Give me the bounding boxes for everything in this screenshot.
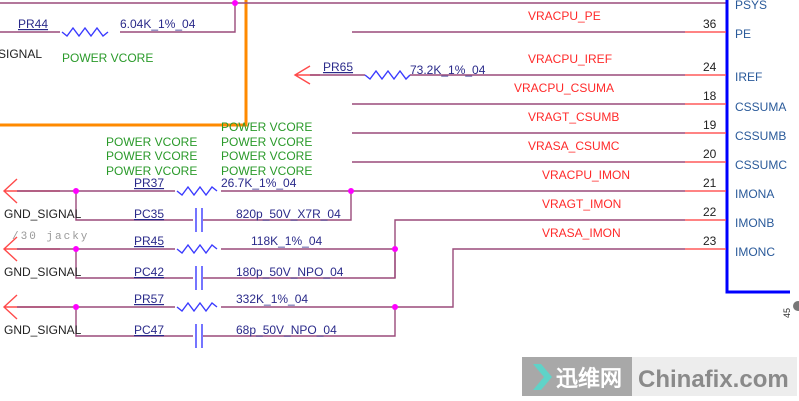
power-label: POWER VCORE [62, 51, 153, 65]
power-vcore-labels: POWER VCORE POWER VCORE POWER VCORE POWE… [106, 120, 312, 178]
pin-number: 18 [703, 89, 717, 103]
resistor-symbol [176, 301, 218, 313]
gnd-label: GND_SIGNAL [4, 265, 82, 279]
edge-marker [793, 301, 799, 311]
pin-number: 19 [703, 118, 717, 132]
net-label: VRACPU_CSUMA [514, 81, 614, 95]
watermark-cn: 迅维网 [556, 366, 622, 391]
power-label: POWER VCORE [221, 120, 312, 134]
resistor-symbol [176, 243, 218, 255]
pin-row-cssumc: VRASA_CSUMC 20 CSSUMC [352, 139, 787, 172]
ic-symbol-body [725, 0, 790, 294]
junction [348, 188, 354, 194]
junction [392, 246, 398, 252]
pin-name-psys: PSYS [735, 0, 767, 12]
pr44-wire [0, 3, 236, 33]
resistor-ref: PR45 [134, 234, 164, 248]
capacitor-value: 68p_50V_NPO_04 [236, 323, 337, 337]
capacitor-symbol [195, 266, 203, 290]
capacitor-ref: PC35 [134, 207, 164, 221]
capacitor-ref: PC47 [134, 323, 164, 337]
pin-number: 22 [703, 205, 717, 219]
chinafix-watermark: 迅维网 Chinafix.com [522, 357, 797, 396]
junction [392, 304, 398, 310]
power-label: POWER VCORE [106, 164, 197, 178]
pin-row-imonc: VRASA_IMON 23 IMONC [395, 226, 775, 308]
watermark-en: Chinafix.com [638, 366, 789, 393]
pin-row-iref: PR65 73.2K_1%_04 VRACPU_IREF 24 IREF [293, 52, 762, 85]
capacitor-value: 180p_50V_NPO_04 [236, 265, 344, 279]
note-text: /30 jacky [12, 231, 89, 243]
junction [73, 304, 79, 310]
pin-name: CSSUMA [735, 100, 786, 114]
capacitor-symbol [195, 208, 203, 232]
pin-row-cssumb: VRAGT_CSUMB 19 CSSUMB [352, 110, 786, 143]
resistor-ref: PR57 [134, 292, 164, 306]
net-label: VRACPU_IMON [542, 168, 630, 182]
capacitor-symbol [195, 324, 203, 348]
junction [73, 246, 79, 252]
pr44-resistor-symbol [61, 26, 109, 38]
pin-row-pe: VRACPU_PE 36 PE [352, 9, 751, 41]
pin-name: IMONA [735, 187, 774, 201]
pin-name: CSSUMC [735, 158, 787, 172]
net-label: VRASA_CSUMC [528, 139, 620, 153]
pr65-ref: PR65 [323, 60, 353, 74]
resistor-value: 332K_1%_04 [236, 292, 308, 306]
pin-name: IREF [735, 70, 762, 84]
edge-text: 45 [782, 308, 792, 318]
arrow-logo-icon [533, 364, 552, 390]
capacitor-value: 820p_50V_X7R_04 [236, 207, 341, 221]
pin-number: 24 [703, 60, 717, 74]
power-label: POWER VCORE [106, 149, 197, 163]
pin-number: 20 [703, 147, 717, 161]
power-label: POWER VCORE [106, 135, 197, 149]
pin-name: PE [735, 27, 751, 41]
pin-name: IMONC [735, 245, 775, 259]
pin-number: 23 [703, 234, 717, 248]
pr44-ref: PR44 [18, 17, 48, 31]
pin-name: CSSUMB [735, 129, 786, 143]
net-label: VRAGT_IMON [542, 197, 621, 211]
pr65-value: 73.2K_1%_04 [410, 63, 486, 77]
pin-row-cssuma: VRACPU_CSUMA 18 CSSUMA [352, 81, 786, 114]
net-label: VRACPU_IREF [528, 52, 612, 66]
wire [17, 306, 396, 337]
pr44-value: 6.04K_1%_04 [120, 17, 196, 31]
gnd-label: GND_SIGNAL [4, 207, 82, 221]
junction [73, 188, 79, 194]
gnd-label: GND_SIGNAL [4, 323, 82, 337]
wire [17, 248, 396, 279]
net-label: VRASA_IMON [542, 226, 621, 240]
wire [17, 190, 352, 221]
capacitor-ref: PC42 [134, 265, 164, 279]
net-label: VRACPU_PE [528, 9, 601, 23]
resistor-value: 26.7K_1%_04 [221, 176, 297, 190]
resistor-value: 118K_1%_04 [251, 234, 323, 248]
pin-number: 21 [703, 176, 717, 190]
pin-name: IMONB [735, 216, 774, 230]
pin-row-imona: VRACPU_IMON 21 IMONA [351, 168, 774, 201]
resistor-symbol [176, 185, 218, 197]
net-label: VRAGT_CSUMB [528, 110, 619, 124]
sheet-frame [0, 0, 248, 127]
resistor-ref: PR37 [134, 176, 164, 190]
power-label: POWER VCORE [221, 164, 312, 178]
signal-fragment: SIGNAL [0, 47, 42, 61]
junction [232, 0, 238, 6]
power-label: POWER VCORE [221, 135, 312, 149]
power-label: POWER VCORE [221, 149, 312, 163]
pin-number: 36 [703, 17, 717, 31]
